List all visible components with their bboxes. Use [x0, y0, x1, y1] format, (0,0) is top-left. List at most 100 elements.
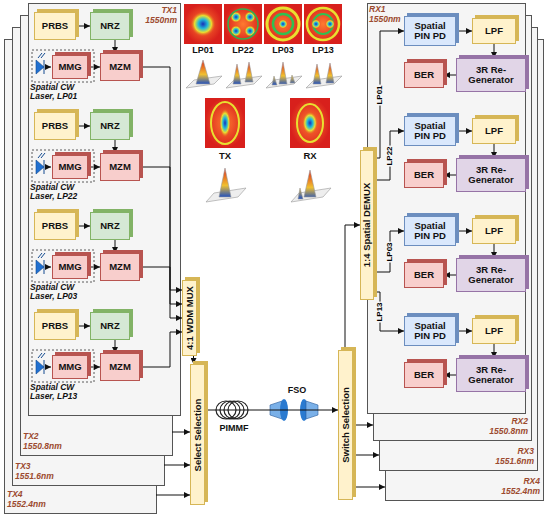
box-label: 3R Re-Generator	[457, 365, 525, 386]
laser-diode-symbol	[38, 253, 45, 274]
mode-label: LP13	[304, 46, 342, 56]
ber-box: BER	[404, 362, 444, 388]
box-label: 4:1 WDM MUX	[184, 285, 194, 351]
mux-bar: Switch Selection	[338, 350, 353, 500]
connector	[494, 244, 495, 258]
box-label: PRBS	[41, 321, 69, 331]
prbs-box: PRBS	[34, 112, 76, 140]
box-label: NRZ	[99, 321, 121, 331]
box-label: Spatial PIN PD	[405, 121, 455, 142]
box-label: PRBS	[41, 121, 69, 131]
transceiver-panel: RX2 1550.8nm	[373, 15, 531, 440]
box-label: MMG	[57, 62, 82, 72]
connector	[88, 367, 100, 368]
box-label: MMG	[57, 362, 82, 372]
nrz-box: NRZ	[90, 312, 130, 340]
connector	[374, 31, 404, 158]
connector	[374, 292, 404, 331]
connector	[140, 167, 182, 304]
laser-label: Spatial CW Laser, LP13	[30, 383, 94, 402]
connector	[353, 487, 385, 488]
laser-group-outline	[32, 150, 94, 182]
connector	[205, 410, 338, 411]
prbs-box: PRBS	[34, 212, 76, 240]
connector	[115, 240, 116, 253]
box-label: MZM	[108, 262, 132, 272]
laser-feed	[45, 367, 51, 368]
connector	[456, 231, 472, 232]
ber-box: BER	[404, 262, 444, 288]
panel-label: TX3 1551.6nm	[15, 462, 59, 482]
filter-box: LPF	[472, 318, 516, 344]
fso-label: FSO	[274, 386, 320, 396]
profile-label: TX	[205, 151, 245, 161]
prbs-box: PRBS	[34, 312, 76, 340]
box-label: Select Selection	[192, 397, 202, 472]
mode-line-label: LP01	[376, 84, 384, 105]
mzm-box: MZM	[100, 53, 140, 81]
mode-image	[184, 4, 342, 44]
laser-feed	[45, 267, 51, 268]
laser-diode-symbol	[38, 353, 45, 374]
box-label: LPF	[484, 126, 504, 136]
connector	[444, 175, 456, 176]
connector	[115, 340, 116, 353]
mode-3d-plot	[206, 168, 331, 202]
nrz-box: NRZ	[90, 112, 130, 140]
ber-box: BER	[404, 162, 444, 188]
connector	[444, 275, 456, 276]
box-label: MZM	[108, 62, 132, 72]
filter-box: LPF	[472, 218, 516, 244]
connector	[88, 67, 100, 68]
box-label: BER	[413, 370, 435, 380]
photodiode-box: Spatial PIN PD	[404, 16, 456, 46]
connector	[115, 140, 116, 153]
box-label: PRBS	[41, 21, 69, 31]
connector	[76, 126, 90, 127]
laser-label: Spatial CW Laser, LP03	[30, 283, 94, 302]
mmg-box: MMG	[52, 255, 88, 279]
box-label: MZM	[108, 362, 132, 372]
panel-label: RX4 1552.4nm	[496, 477, 540, 497]
nrz-box: NRZ	[90, 12, 130, 40]
mode-3d-plot	[186, 60, 342, 88]
regenerator-box: 3R Re-Generator	[456, 58, 526, 92]
regenerator-box: 3R Re-Generator	[456, 158, 526, 192]
mmg-box: MMG	[52, 155, 88, 179]
connector	[456, 31, 472, 32]
mode-line-label: LP13	[376, 301, 384, 322]
mode-label: LP01	[184, 46, 222, 56]
regenerator-box: 3R Re-Generator	[456, 358, 526, 392]
laser-group-outline	[32, 50, 94, 82]
box-label: Switch Selection	[340, 386, 350, 464]
box-label: Spatial PIN PD	[405, 21, 455, 42]
connector	[374, 131, 404, 180]
laser-diode-symbol	[38, 53, 45, 74]
box-label: NRZ	[99, 121, 121, 131]
connector	[172, 432, 190, 433]
filter-box: LPF	[472, 18, 516, 44]
photodiode-box: Spatial PIN PD	[404, 216, 456, 246]
box-label: LPF	[484, 26, 504, 36]
box-label: 3R Re-Generator	[457, 65, 525, 86]
connector	[140, 267, 182, 318]
box-label: MZM	[108, 162, 132, 172]
box-label: Spatial PIN PD	[405, 321, 455, 342]
laser-feed	[45, 67, 51, 68]
connector	[345, 225, 360, 350]
profile-label: RX	[290, 151, 330, 161]
mux-bar: 1:4 Spatial DEMUX	[360, 150, 374, 300]
connector	[374, 231, 404, 272]
panel-label: TX4 1552.4nm	[7, 490, 51, 510]
mmg-box: MMG	[52, 55, 88, 79]
mode-image	[205, 98, 330, 148]
box-label: PRBS	[41, 221, 69, 231]
laser-label: Spatial CW Laser, LP22	[30, 183, 94, 202]
connector	[193, 356, 194, 364]
photodiode-box: Spatial PIN PD	[404, 316, 456, 346]
box-label: LPF	[484, 226, 504, 236]
mode-label: LP03	[264, 46, 302, 56]
box-label: BER	[413, 170, 435, 180]
mzm-box: MZM	[100, 353, 140, 381]
